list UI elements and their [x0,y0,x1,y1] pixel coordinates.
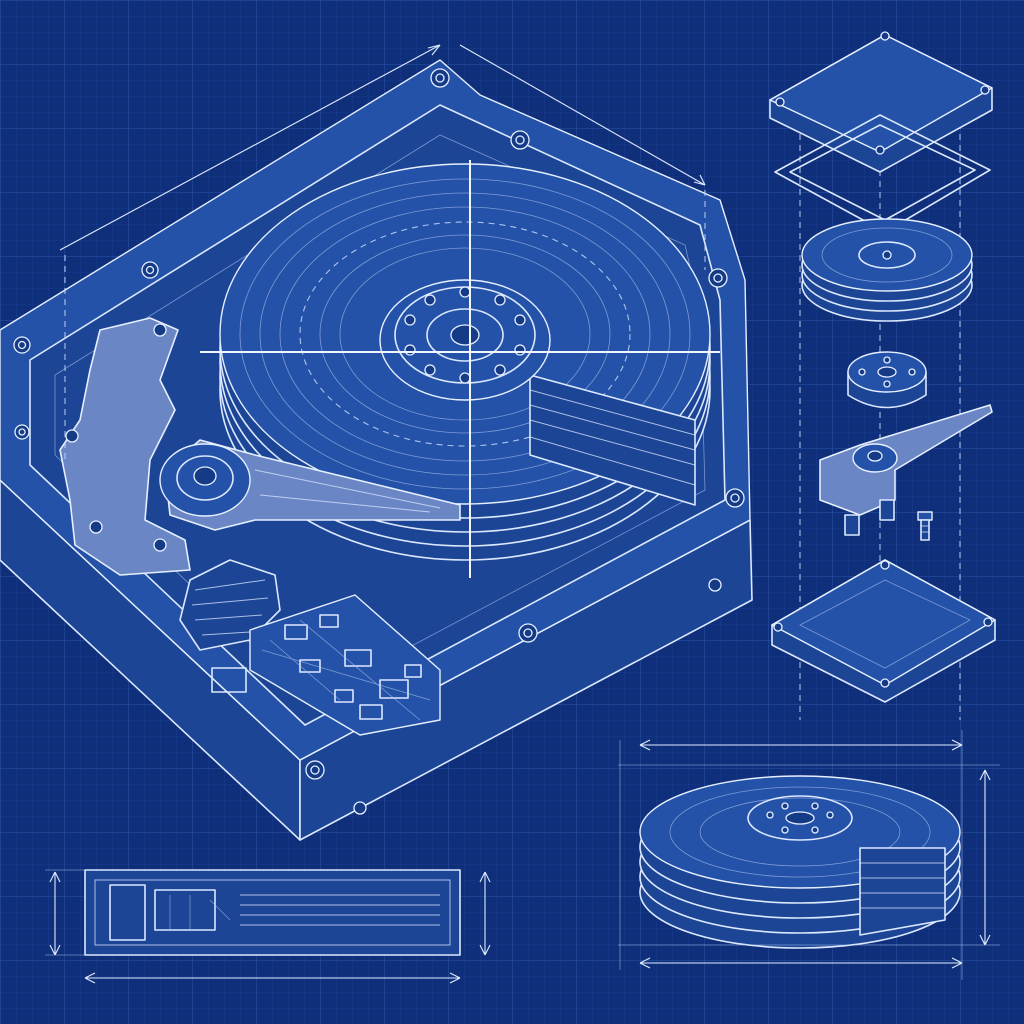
exploded-view [769,31,996,720]
hub-bolts [404,286,526,384]
connector-block [211,667,247,693]
casing-screws [13,68,745,815]
side-elevation-dimensions [45,869,491,984]
exploded-head-arm [819,404,993,536]
platter-detail-view [618,730,1000,980]
top-cover [769,31,993,173]
center-crosshair [200,160,720,578]
main-drive-view [0,44,753,841]
bracket-holes [65,323,167,552]
spindle-hub-main [379,279,551,401]
circuit-board [249,594,441,736]
exploded-spindle-hub [847,351,927,409]
platter-detail-dimensions [618,730,1000,980]
base-tray [771,559,996,703]
head-actuator-arm [159,439,461,531]
side-elevation-view [45,869,491,984]
gasket [774,114,991,233]
platter-detail-cutaway [859,847,946,936]
exploded-screw [917,511,933,541]
main-dimensions [59,44,706,460]
exploded-platter-stack [801,218,973,322]
